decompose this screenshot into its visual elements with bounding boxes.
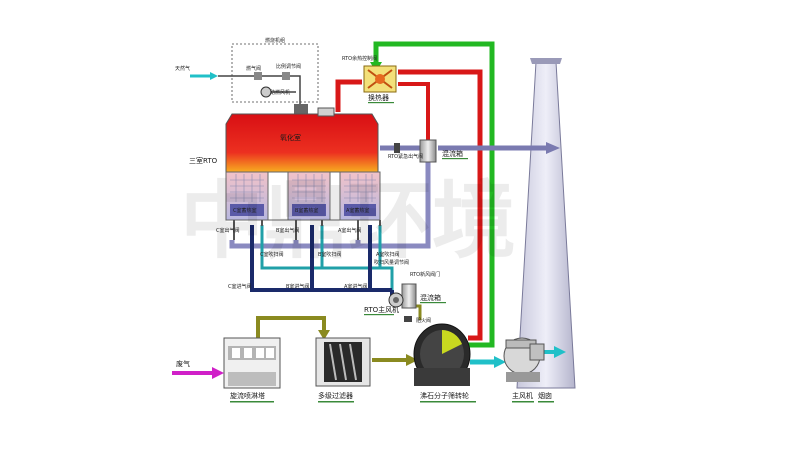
label-rto-emergency-valve: RTO紧急出气阀	[388, 153, 423, 160]
label-a-outlet-valve: A室出气阀	[338, 227, 361, 234]
waste-gas-arrow	[212, 367, 224, 379]
olive-arrow-rotor	[406, 354, 418, 366]
label-b-inlet-valve: B室进气阀	[286, 283, 309, 290]
label-chimney: 烟囱	[538, 391, 552, 400]
multi-filter	[315, 337, 371, 387]
label-oxidation-chamber: 氧化室	[280, 133, 301, 142]
label-burner-group: 燃烧机组	[265, 37, 285, 44]
label-zeolite-rotor: 沸石分子筛转轮	[420, 391, 469, 400]
label-c-inlet-valve: C室进气阀	[228, 283, 252, 290]
label-natural-gas: 天然气	[175, 65, 190, 72]
blue-arrow-chimney	[546, 142, 560, 154]
watermark: 中鼎环境	[180, 172, 516, 270]
blue-outlet-header	[229, 162, 431, 249]
label-c-purge-valve: C室吹扫阀	[260, 251, 284, 258]
label-chamber-b: B室蓄热室	[295, 207, 318, 214]
label-proportional-valve: 比例调节阀	[276, 63, 301, 70]
red-duct-mix	[398, 82, 430, 140]
green-duct	[373, 41, 495, 348]
label-a-inlet-valve: A室进气阀	[344, 283, 367, 290]
rto-unit	[225, 107, 381, 240]
label-gas-valve: 燃气阀	[246, 65, 261, 72]
label-rto-fresh-air-valve: RTO新风阀门	[410, 271, 440, 278]
rto-main-fan	[388, 292, 404, 308]
label-underlines	[230, 102, 554, 403]
navy-inlet-duct	[250, 225, 392, 292]
label-multi-filter: 多级过滤器	[318, 391, 353, 400]
combustion-fan-icon	[260, 86, 272, 98]
label-mixing-box-top: 混流箱	[442, 149, 463, 158]
label-spray-tower: 旋流喷淋塔	[230, 391, 265, 400]
label-b-purge-valve: B室吹扫阀	[318, 251, 341, 258]
main-fan	[503, 337, 545, 382]
label-heat-exchanger: 换热器	[368, 93, 389, 102]
cyan-arrow-fan	[494, 356, 506, 368]
mixing-box-bottom	[401, 283, 417, 309]
olive-arrow-filter	[318, 330, 330, 340]
heat-exchanger-icon	[375, 74, 385, 84]
spray-tower	[223, 337, 281, 389]
label-three-chamber-rto: 三室RTO	[189, 156, 218, 165]
burner-icon	[294, 104, 308, 114]
red-duct-oxidation	[335, 79, 362, 112]
label-rto-main-fan: RTO主风机	[364, 305, 399, 314]
olive-duct-tower-filter	[256, 316, 326, 338]
heat-exchanger	[363, 65, 397, 93]
label-b-outlet-valve: B室出气阀	[276, 227, 299, 234]
label-chamber-c: C室蓄热室	[233, 207, 257, 214]
chimney	[516, 58, 576, 389]
gas-valve-icon	[254, 72, 262, 80]
burner-group	[218, 43, 319, 114]
zeolite-rotor	[413, 323, 471, 386]
label-a-purge-valve: A室吹扫阀	[376, 251, 399, 258]
emergency-valve-icon	[394, 143, 400, 153]
label-main-fan: 主风机	[512, 391, 533, 400]
arrow-to-chimney	[554, 346, 566, 358]
label-chamber-a: A室蓄热室	[346, 207, 369, 214]
label-rto-bypass-valve: RTO余热控制阀	[342, 55, 377, 62]
label-purge-fan-valve: 吹扫风量调节阀	[374, 259, 409, 266]
natural-gas-arrow	[210, 72, 218, 80]
label-waste-gas: 废气	[176, 359, 190, 368]
fire-valve-icon	[404, 316, 412, 322]
label-combustion-fan: 助燃风机	[270, 89, 290, 96]
label-c-outlet-valve: C室出气阀	[216, 227, 240, 234]
mixing-box-top	[419, 139, 437, 163]
teal-purge-duct	[260, 225, 394, 290]
proportional-valve-icon	[282, 72, 290, 80]
label-mixing-box-bottom: 混流箱	[420, 293, 441, 302]
label-fire-valve: 阻火阀	[416, 317, 431, 324]
red-duct	[398, 69, 483, 341]
